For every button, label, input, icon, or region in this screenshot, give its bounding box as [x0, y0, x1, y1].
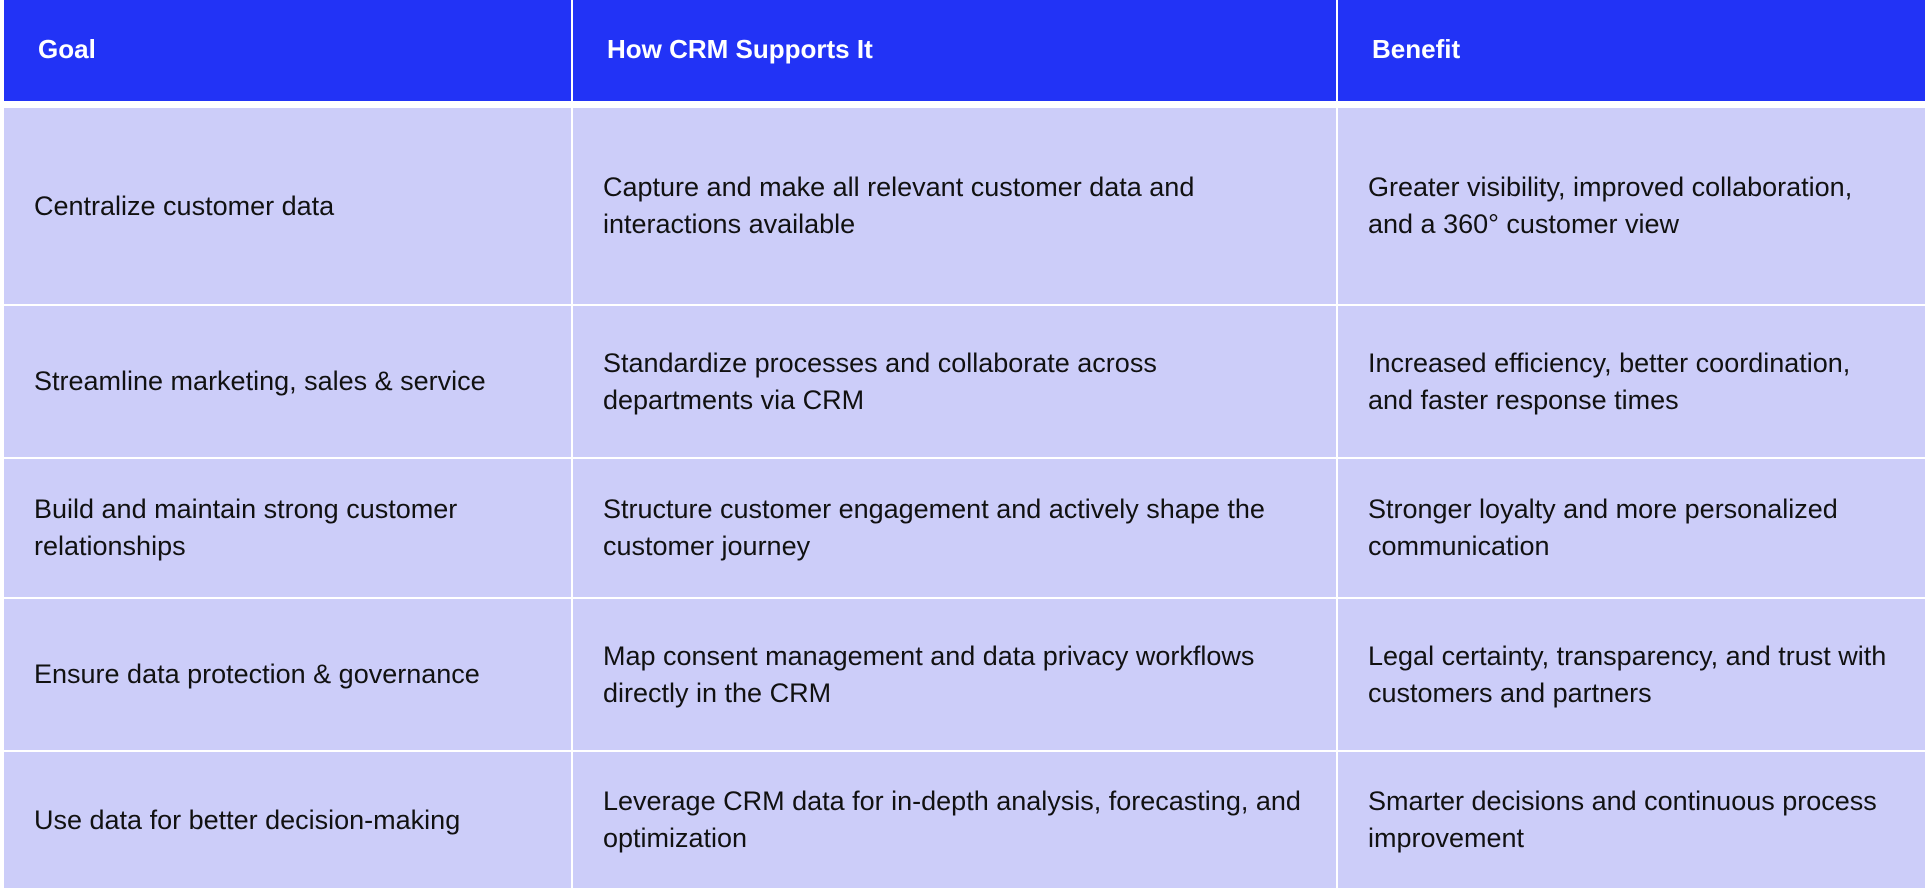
- goal-cell: Use data for better decision-making: [4, 752, 571, 888]
- goal-cell: Streamline marketing, sales & service: [4, 306, 571, 457]
- support-cell: Standardize processes and collaborate ac…: [573, 306, 1336, 457]
- crm-goals-table: Goal How CRM Supports It Benefit Central…: [4, 0, 1925, 888]
- header-benefit: Benefit: [1338, 0, 1925, 101]
- support-cell: Structure customer engagement and active…: [573, 459, 1336, 597]
- goal-cell: Build and maintain strong customer relat…: [4, 459, 571, 597]
- header-how-crm-supports: How CRM Supports It: [573, 0, 1336, 101]
- benefit-cell: Greater visibility, improved collaborati…: [1338, 108, 1925, 304]
- header-divider: [4, 101, 1925, 108]
- benefit-cell: Legal certainty, transparency, and trust…: [1338, 599, 1925, 750]
- benefit-cell: Stronger loyalty and more personalized c…: [1338, 459, 1925, 597]
- support-cell: Leverage CRM data for in-depth analysis,…: [573, 752, 1336, 888]
- header-goal: Goal: [4, 0, 571, 101]
- benefit-cell: Smarter decisions and continuous process…: [1338, 752, 1925, 888]
- goal-cell: Centralize customer data: [4, 108, 571, 304]
- goal-cell: Ensure data protection & governance: [4, 599, 571, 750]
- support-cell: Map consent management and data privacy …: [573, 599, 1336, 750]
- support-cell: Capture and make all relevant customer d…: [573, 108, 1336, 304]
- benefit-cell: Increased efficiency, better coordinatio…: [1338, 306, 1925, 457]
